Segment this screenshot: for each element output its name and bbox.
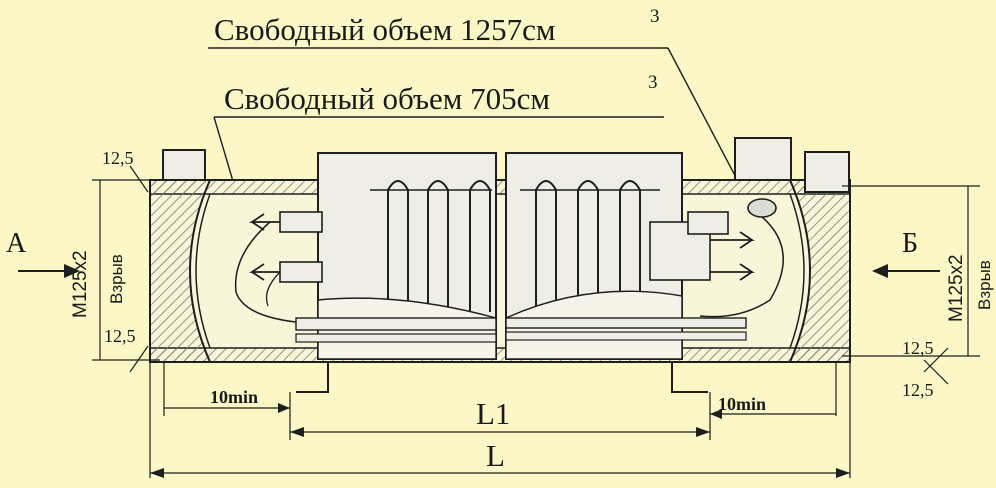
free-volume-label-2: Свободный объем 705см [224,81,550,116]
free-volume-label-1: Свободный объем 1257см [214,12,556,47]
top-right-fitting [734,137,792,181]
dim-top-left-label: 12,5 [102,148,134,168]
dim-bottom-left-label: 12,5 [104,326,136,346]
view-b-label: Б [902,228,918,259]
free-volume-unit-exponent-1: 3 [650,6,660,27]
top-left-fitting [162,149,206,181]
left-foot [296,361,329,393]
thread-left-sub-label: Взрыв [107,254,126,304]
side-right-fitting [804,151,850,193]
gap-left-label: 10min [210,387,258,407]
thread-right-label: М125х2 [946,254,967,322]
gap-right-label: 10min [718,394,766,414]
free-volume-unit-exponent-2: 3 [648,72,658,93]
thread-left-label: М125х2 [70,250,91,318]
left-terminal-block [234,211,323,323]
view-a-label: А [6,228,27,259]
right-foot [671,362,708,393]
arrow-b-icon [872,264,888,278]
arrow-a-icon [64,264,80,278]
dim-right-top-label: 12,5 [902,338,934,358]
thread-right-sub-label: Взрыв [975,260,994,310]
dim-right-bottom-label: 12,5 [902,380,934,400]
length-inner-label: L1 [476,396,510,431]
length-total-label: L [486,438,505,473]
right-terminal-block [649,198,784,318]
central-chamber [295,152,747,360]
